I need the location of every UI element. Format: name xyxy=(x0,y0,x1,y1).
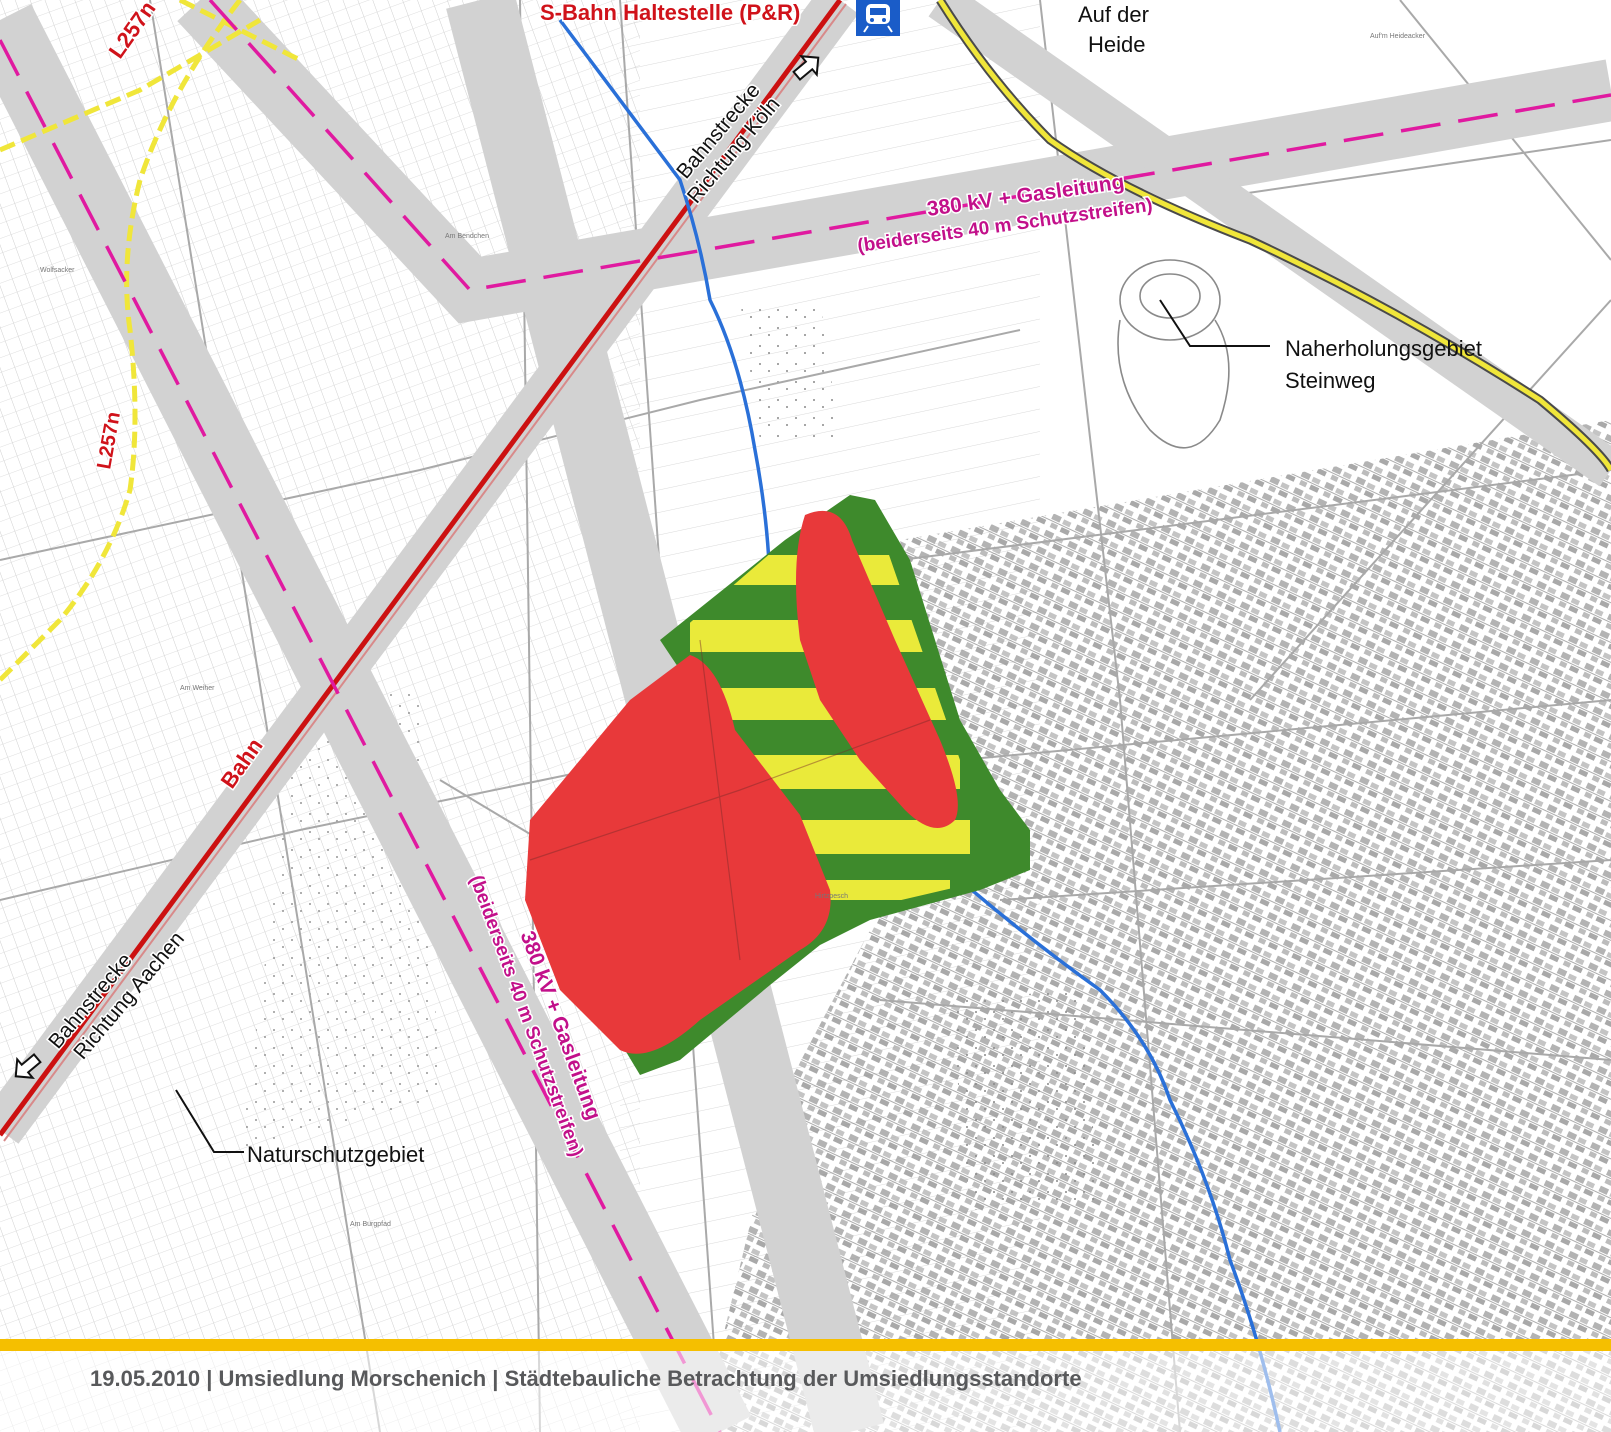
arrow-northeast-icon xyxy=(792,55,820,81)
main-road xyxy=(937,0,1611,472)
red-priority-area-south xyxy=(525,655,831,1054)
place-am-weiher: Am Weiher xyxy=(180,685,215,692)
place-am-bendchen: Am Bendchen xyxy=(445,233,489,240)
place-wolfsacker: Wolfsacker xyxy=(40,267,75,274)
park-area xyxy=(950,990,1100,1210)
footer-accent-bar xyxy=(0,1339,1611,1351)
auf-der-heide-line2: Heide xyxy=(1088,32,1145,57)
railway-line xyxy=(0,0,847,1142)
place-hirtzpesch: Hirtzpesch xyxy=(815,893,848,900)
place-am-burgpfad: Am Burgpfad xyxy=(350,1221,391,1228)
arrow-southwest-icon xyxy=(14,1053,42,1079)
sbahn-stop-label: S-Bahn Haltestelle (P&R) xyxy=(540,0,800,25)
orchard-area xyxy=(740,300,840,440)
footer-strip xyxy=(0,1351,1611,1432)
naturschutz-label: Naturschutzgebiet xyxy=(247,1142,424,1167)
naherholung-line2: Steinweg xyxy=(1285,368,1376,393)
site-overlay xyxy=(525,495,1030,1075)
red-priority-area-north xyxy=(796,510,958,828)
train-station-icon xyxy=(856,0,900,36)
naherholung-callout: Naherholungsgebiet Steinweg xyxy=(1159,299,1482,393)
naturschutz-callout: Naturschutzgebiet xyxy=(175,1089,424,1167)
recreation-area-outline xyxy=(1117,259,1230,449)
planned-roads xyxy=(0,0,302,682)
auf-der-heide-line1: Auf der xyxy=(1078,2,1149,27)
place-auf-heideacker: Auf'm Heideacker xyxy=(1370,33,1426,40)
footer-caption: 19.05.2010 | Umsiedlung Morschenich | St… xyxy=(90,1366,1082,1391)
small-place-names: Wolfsacker Am Bendchen Auf'm Heideacker … xyxy=(40,33,1426,1228)
naherholung-line1: Naherholungsgebiet xyxy=(1285,336,1482,361)
